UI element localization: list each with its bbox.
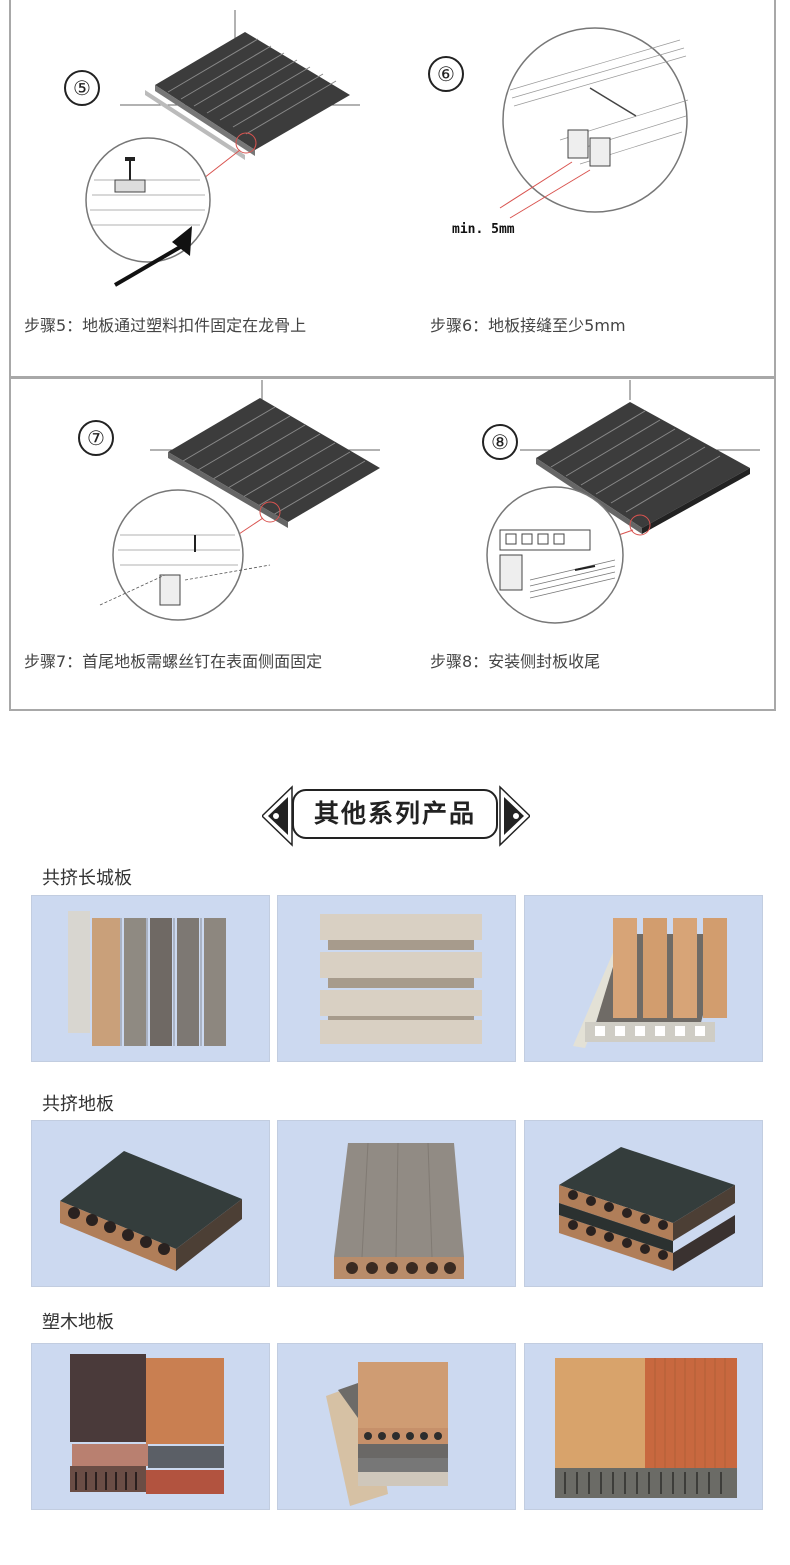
section-title-banner: 其他系列产品 [262, 785, 530, 847]
product-image-wpc-floor-2[interactable] [277, 1343, 516, 1510]
step-8-illustration [470, 380, 770, 630]
step-6-number: ⑥ [428, 56, 464, 92]
product-image-coextruded-floor-2[interactable] [277, 1120, 516, 1287]
step-5-caption: 步骤5：地板通过塑料扣件固定在龙骨上 [24, 316, 307, 335]
product-image-wall-panel-3[interactable] [524, 895, 763, 1062]
step-8-caption: 步骤8：安装侧封板收尾 [430, 652, 601, 671]
category-title-coextruded-floor: 共挤地板 [42, 1094, 114, 1115]
step-5-illustration [60, 10, 380, 300]
step-7-caption: 步骤7：首尾地板需螺丝钉在表面侧面固定 [24, 652, 323, 671]
step-7-illustration [90, 380, 390, 630]
step-7-number: ⑦ [78, 420, 114, 456]
category-title-wall-panel: 共挤长城板 [42, 868, 132, 889]
product-image-wpc-floor-1[interactable] [31, 1343, 270, 1510]
section-title: 其他系列产品 [292, 789, 498, 839]
step-6-illustration [440, 20, 740, 280]
product-image-wpc-floor-3[interactable] [524, 1343, 763, 1510]
ornament-icon [262, 785, 530, 847]
category-title-wpc-floor: 塑木地板 [42, 1312, 114, 1333]
product-image-wall-panel-2[interactable] [277, 895, 516, 1062]
step-5-number: ⑤ [64, 70, 100, 106]
step-8-number: ⑧ [482, 424, 518, 460]
product-image-coextruded-floor-1[interactable] [31, 1120, 270, 1287]
step-6-annotation: min. 5mm [452, 222, 515, 237]
step-6-caption: 步骤6：地板接缝至少5mm [430, 316, 626, 335]
product-image-coextruded-floor-3[interactable] [524, 1120, 763, 1287]
product-image-wall-panel-1[interactable] [31, 895, 270, 1062]
